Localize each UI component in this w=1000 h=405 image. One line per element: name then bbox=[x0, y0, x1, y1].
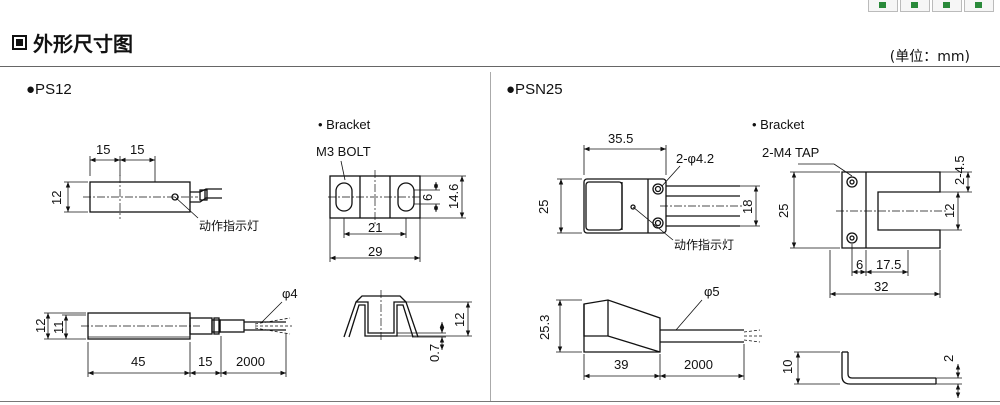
psn25-dim-slot-h: 18 bbox=[740, 200, 755, 214]
psn25-dim-side-h: 25.3 bbox=[537, 315, 552, 340]
psn25-dim-br-top: 2-4.5 bbox=[952, 155, 967, 185]
ps12-side-view bbox=[44, 301, 292, 377]
ps12-dim-len-neck: 15 bbox=[198, 354, 212, 369]
psn25-bracket-label: • Bracket bbox=[752, 117, 805, 132]
ps12-top-view bbox=[64, 156, 222, 219]
ps12-model-label: ●PS12 bbox=[26, 81, 72, 98]
square-bullet-icon bbox=[12, 35, 27, 50]
psn25-hole-label: 2-φ4.2 bbox=[676, 151, 714, 166]
psn25-bracket-top-view bbox=[790, 163, 972, 298]
psn25-dim-top-w: 35.5 bbox=[608, 131, 633, 146]
ps12-dim-br-hole: 6 bbox=[420, 194, 435, 201]
psn25-dim-br-side-h: 10 bbox=[780, 360, 795, 374]
window-toolbar bbox=[864, 0, 1000, 14]
psn25-dim-len-cable: 2000 bbox=[684, 357, 713, 372]
ps12-dim-br-side-h: 12 bbox=[452, 313, 467, 327]
footer-divider bbox=[0, 401, 1000, 402]
header-divider bbox=[0, 66, 1000, 67]
psn25-bracket-side-view bbox=[794, 351, 962, 398]
toolbar-button[interactable] bbox=[932, 0, 962, 12]
psn25-indicator-label: 动作指示灯 bbox=[674, 237, 734, 252]
ps12-dim-len-body: 45 bbox=[131, 354, 145, 369]
psn25-dim-br-w: 32 bbox=[874, 279, 888, 294]
psn25-dim-br-thk: 2 bbox=[941, 355, 956, 362]
psn25-dim-cable-dia: φ5 bbox=[704, 284, 720, 299]
ps12-dim-top-w2: 15 bbox=[130, 142, 144, 157]
ps12-bracket-side-view bbox=[343, 290, 472, 350]
psn25-dim-br-slot: 12 bbox=[942, 204, 957, 218]
ps12-dim-side-h-outer: 12 bbox=[33, 319, 48, 333]
page-title: 外形尺寸图 bbox=[12, 28, 133, 57]
ps12-dim-side-h-inner: 11 bbox=[51, 321, 66, 335]
psn25-dim-br-w2: 17.5 bbox=[876, 257, 901, 272]
toolbar-button[interactable] bbox=[868, 0, 898, 12]
ps12-dim-br-h: 14.6 bbox=[446, 184, 461, 209]
ps12-dim-br-outer: 29 bbox=[368, 244, 382, 259]
psn25-tap-label: 2-M4 TAP bbox=[762, 145, 819, 160]
psn25-model-label: ●PSN25 bbox=[506, 81, 563, 98]
psn25-top-view bbox=[557, 145, 760, 241]
unit-label: (单位：mm) bbox=[889, 49, 970, 65]
toolbar-button[interactable] bbox=[964, 0, 994, 12]
ps12-indicator-label: 动作指示灯 bbox=[199, 218, 259, 233]
ps12-dim-cable-dia: φ4 bbox=[282, 286, 298, 301]
ps12-bolt-label: M3 BOLT bbox=[316, 144, 371, 159]
ps12-dim-top-h: 12 bbox=[49, 191, 64, 205]
psn25-dim-len-body: 39 bbox=[614, 357, 628, 372]
psn25-side-view bbox=[556, 299, 762, 380]
psn25-dim-br-h: 25 bbox=[776, 204, 791, 218]
page-title-text: 外形尺寸图 bbox=[33, 32, 133, 56]
psn25-dim-br-w1: 6 bbox=[856, 257, 863, 272]
ps12-bracket-label: • Bracket bbox=[318, 117, 371, 132]
ps12-dim-top-w1: 15 bbox=[96, 142, 110, 157]
ps12-bracket-top-view bbox=[328, 160, 466, 262]
toolbar-button[interactable] bbox=[900, 0, 930, 12]
ps12-dim-br-inner: 21 bbox=[368, 220, 382, 235]
ps12-dim-br-thk: 0.7 bbox=[427, 344, 442, 362]
panel-divider bbox=[490, 72, 491, 402]
ps12-dim-len-cable: 2000 bbox=[236, 354, 265, 369]
psn25-dim-top-h: 25 bbox=[536, 200, 551, 214]
